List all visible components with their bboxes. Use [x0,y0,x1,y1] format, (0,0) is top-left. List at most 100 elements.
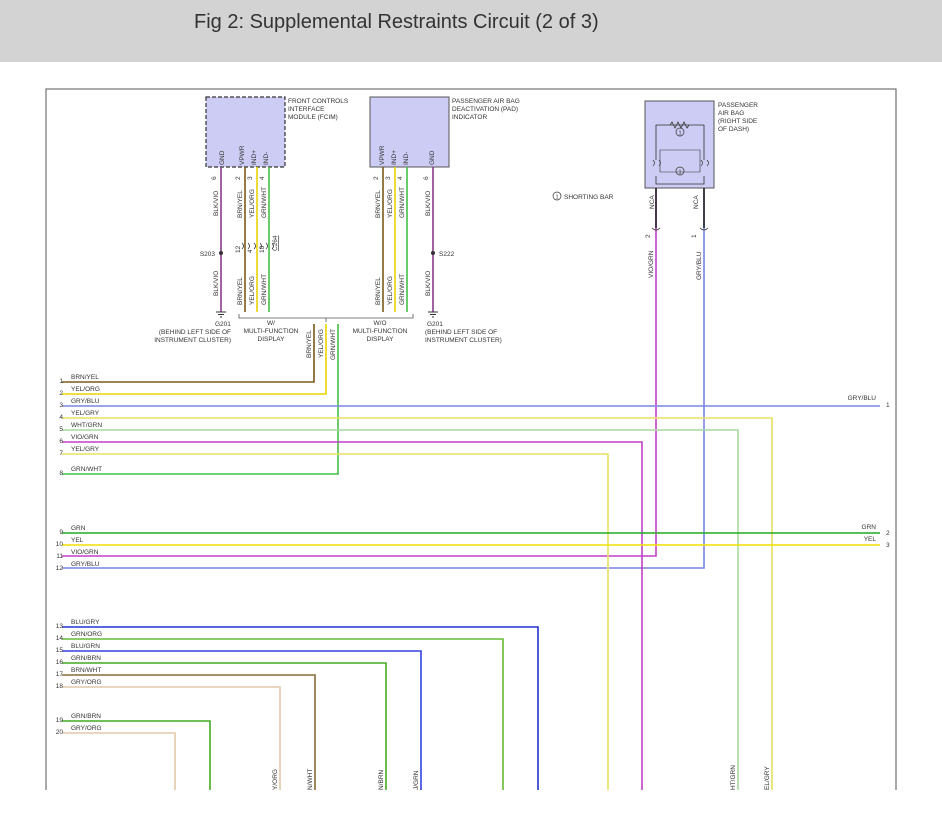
wire-label: GRN/WHT [399,274,406,305]
pab-label-line: (RIGHT SIDE [718,118,758,125]
wire-merge-grn-wht [62,324,339,475]
pin-number: 15 [56,647,64,654]
wire-color-label: YEL/ORG [71,386,100,393]
wire-label: YEL/ORG [318,329,325,358]
wire-17-brn-wht [62,674,316,790]
pin-number: 10 [56,541,64,548]
wire-color-label: VIO/GRN [71,434,99,441]
wire-label: N/WHT [307,769,314,790]
wire-5-wht-grn [62,429,739,790]
wire-color-label: YEL/GRY [71,410,100,417]
option-without-mfd: MULTI-FUNCTION [353,328,408,335]
wire-18-gry-org [62,686,281,790]
airbag-squib-marker [675,166,685,176]
pad-lower-wire-labels: BRN/YEL YEL/ORG GRN/WHT BLK/VIO [375,271,432,305]
wire-label: EL/GRY [764,766,771,790]
pin-number: 11 [56,553,63,560]
pin-number: 17 [56,671,64,678]
wire-label: N/BRN [378,769,385,790]
wire-color-label: GRY/BLU [71,398,100,405]
c264-connector-name: C264 [272,235,279,251]
c264-pin-number: 12 [235,245,242,253]
bottom-wire-labels: Y/ORG N/WHT N/BRN J/GRN HT/GRN EL/GRY [272,765,771,790]
wire-label: GRN/WHT [330,329,337,360]
fcim-label-line: MODULE (FCIM) [288,114,338,121]
airbag-contacts [652,159,709,167]
option-with-mfd: MULTI-FUNCTION [244,328,299,335]
pab-connector-symbol [651,227,709,231]
wire-color-label: GRY/ORG [71,679,102,686]
wire-4-yel-gry [62,417,773,790]
pad-pin-name: GND [429,150,436,165]
pad-pin-name: VPWR [379,145,386,165]
pin-number: 9 [59,529,63,536]
pab-pin-number: 1 [691,234,698,238]
wire-label: BRN/YEL [306,330,313,358]
ground-left-name: G201 [215,321,231,328]
wire-label: YEL/ORG [249,189,256,218]
wire-label: BLK/VIO [425,271,432,296]
wire-16-grn-brn [62,662,387,790]
wire-color-label: GRY/ORG [71,725,102,732]
splice-s222-label: S222 [439,251,455,258]
wire-merge-brn-yel [62,324,315,383]
pad-upper-wire-labels: BRN/YEL YEL/ORG GRN/WHT BLK/VIO [375,187,432,218]
fcim-lower-wire-labels: BLK/VIO BRN/YEL YEL/ORG GRN/WHT [213,271,268,305]
wire-15-blu-grn [62,650,422,790]
pad-label-line: PASSENGER AIR BAG [452,98,520,105]
left-wire-color-labels: BRN/YEL YEL/ORG GRY/BLU YEL/GRY WHT/GRN … [71,374,102,732]
right-pin-number: 2 [886,530,890,537]
pin-number: 16 [56,659,64,666]
wire-19-grn-brn [62,720,211,790]
pin-number: 20 [56,729,64,736]
legend-marker-icon [552,191,562,201]
fcim-pin-name: GND [219,150,226,165]
wire-label: BRN/YEL [375,190,382,218]
pad-pin-number: 3 [385,176,392,180]
wire-color-label: YEL/GRY [71,446,100,453]
legend-marker-number: 1 [555,195,558,201]
wire-20-gry-org [62,732,176,790]
pad-pin-number: 6 [423,176,430,180]
wire-color-label: VIO/GRN [71,549,99,556]
figure-header: Fig 2: Supplemental Restraints Circuit (… [0,0,942,62]
pin-number: 1 [59,378,63,385]
mfd-merge-wires [62,324,339,475]
fcim-label-line: INTERFACE [288,106,325,113]
splice-s222 [431,251,435,255]
fcim-pin-number: 6 [211,176,218,180]
wire-label: HT/GRN [730,765,737,790]
option-with-mfd: W/ [267,320,275,327]
wire-label: YEL/ORG [249,276,256,305]
pad-pin-name: IND+ [391,150,398,165]
pab-label-line: PASSENGER [718,102,758,109]
legend-shorting-bar-label: SHORTING BAR [564,194,614,201]
c264-pin-number: 4 [247,249,254,253]
wire-color-label: GRN/BRN [71,655,101,662]
pin-number: 12 [56,565,64,572]
diagram-frame [45,88,897,790]
wire-color-label: BLU/GRN [71,643,100,650]
pab-pin-name: NCA [649,195,656,209]
pin-number: 18 [56,683,64,690]
ground-left-note: INSTRUMENT CLUSTER) [154,337,231,344]
pin-number: 19 [56,717,64,724]
wire-label: YEL/ORG [387,276,394,305]
airbag-squib-shorting-bar [655,124,705,185]
wire-color-label: GRN/BRN [71,713,101,720]
wire-label: BLK/VIO [213,271,220,296]
right-pins: 1 2 3 GRY/BLU GRN YEL [848,395,890,549]
wire-label: Y/ORG [272,769,279,790]
fcim-pin-name: IND+ [251,150,258,165]
pab-label-line: OF DASH) [718,126,749,133]
right-pin-number: 1 [886,402,890,409]
option-without-mfd: DISPLAY [367,336,395,343]
shorting-bar-marker-number: 1 [678,131,681,137]
ground-right-note: (BEHIND LEFT SIDE OF [425,329,497,336]
fcim-wires [220,167,270,312]
wire-label: J/GRN [413,770,420,790]
right-wire-color-label: GRN [862,524,877,531]
wire-color-label: GRN/ORG [71,631,102,638]
pad-pin-number: 2 [373,176,380,180]
wire-label: BRN/YEL [237,277,244,305]
